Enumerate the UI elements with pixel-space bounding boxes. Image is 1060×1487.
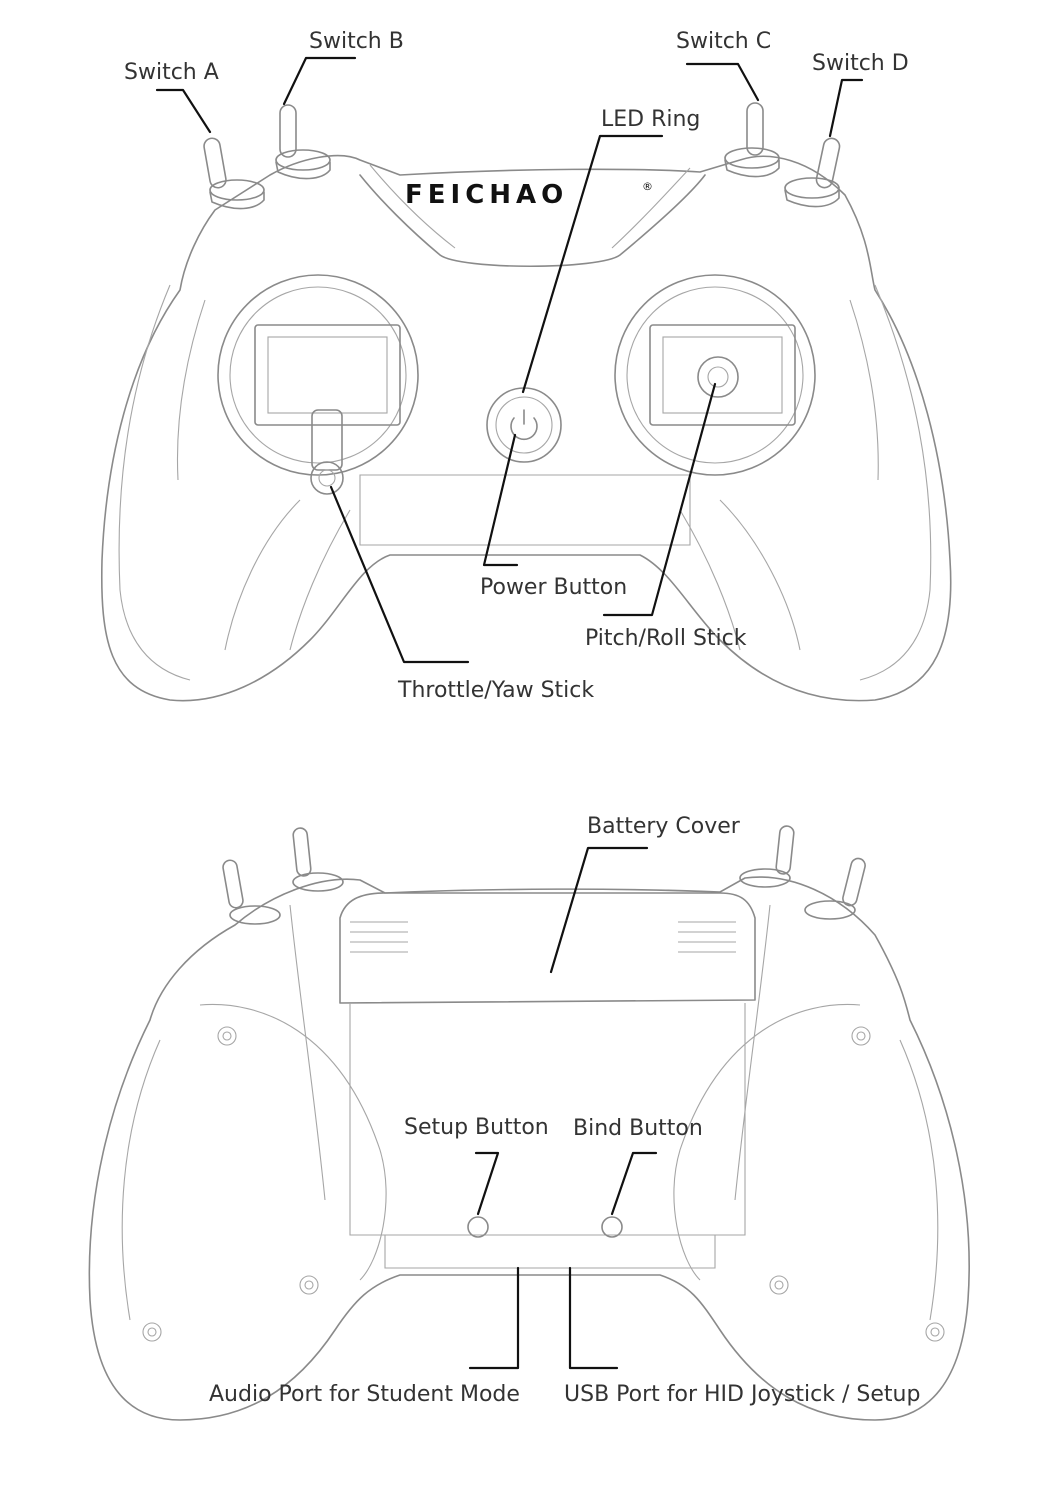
front-lower-panel [359,474,691,546]
front-view: FEICHAO ® Switch A Switch B Switch C Swi… [100,29,952,703]
bind-button[interactable] [601,1216,623,1238]
power-button[interactable] [486,387,562,463]
leader-setup-button [474,1151,500,1216]
screw-right-upper [851,1026,871,1046]
left-gimbal-window-inner [267,336,388,414]
front-right-grip-contour [849,284,932,681]
switch-d[interactable] [784,137,841,208]
switch-b[interactable] [275,104,331,180]
label-switch-c: Switch C [676,29,771,54]
right-gimbal-ring-inner [626,286,804,464]
label-usb-port: USB Port for HID Joystick / Setup [564,1382,920,1407]
label-pitch-roll-stick: Pitch/Roll Stick [585,626,747,651]
label-led-ring: LED Ring [601,107,700,132]
label-switch-a: Switch A [124,60,219,85]
registered-mark: ® [642,180,653,193]
screw-left-bottom [142,1322,162,1342]
leader-power-button [482,433,519,567]
battery-cover[interactable] [339,892,756,1004]
leader-usb-port [568,1266,619,1370]
back-switch-right-outer[interactable] [804,857,867,920]
left-vent [350,921,408,953]
back-switch-left-inner[interactable] [292,827,344,892]
leader-audio-port [468,1266,520,1370]
label-power-button: Power Button [480,575,627,600]
brand-logo: FEICHAO [405,180,568,210]
label-switch-d: Switch D [812,51,909,76]
right-gimbal-ring [614,274,816,476]
leader-switch-d [828,78,864,138]
left-gimbal-window [254,324,401,426]
right-gimbal-window-inner [662,336,783,414]
back-switch-left-outer[interactable] [222,859,281,925]
throttle-yaw-stick[interactable] [310,409,344,495]
front-body-outline [100,154,952,702]
setup-button[interactable] [467,1216,489,1238]
rear-panel [349,1003,746,1236]
leader-switch-b [282,56,357,106]
left-gimbal-ring [217,274,419,476]
back-switch-right-inner[interactable] [739,825,795,888]
back-body-outline [88,876,970,1421]
label-audio-port: Audio Port for Student Mode [209,1382,520,1407]
right-vent [678,921,736,953]
pitch-roll-stick[interactable] [697,356,739,398]
front-left-grip-contour [118,284,206,681]
leader-pitch-roll-stick [602,382,717,617]
leader-battery-cover [549,846,649,974]
rear-port-strip [384,1235,716,1269]
label-throttle-yaw-stick: Throttle/Yaw Stick [397,678,594,703]
leader-switch-c [685,62,760,102]
left-gimbal-ring-inner [229,286,407,464]
front-top-band [359,174,706,268]
screw-left-upper [217,1026,237,1046]
label-switch-b: Switch B [309,29,404,54]
screw-right-lower [769,1275,789,1295]
screw-right-bottom [925,1322,945,1342]
back-right-grip-contour [673,904,939,1321]
switch-a[interactable] [203,137,265,210]
leader-switch-a [155,88,212,134]
leader-led-ring [521,134,664,394]
front-left-handle [224,499,351,651]
switch-c[interactable] [724,102,780,178]
label-setup-button: Setup Button [404,1115,549,1140]
right-gimbal-window [649,324,796,426]
back-left-grip-contour [121,904,387,1321]
leader-throttle-yaw-stick [329,485,470,664]
power-icon [510,409,538,441]
leader-bind-button [610,1151,658,1216]
label-bind-button: Bind Button [573,1116,703,1141]
front-right-handle [679,499,801,651]
back-view: Battery Cover Setup Button Bind Button A… [88,814,970,1421]
screw-left-lower [299,1275,319,1295]
label-battery-cover: Battery Cover [587,814,741,839]
front-top-band-inner [369,164,691,249]
